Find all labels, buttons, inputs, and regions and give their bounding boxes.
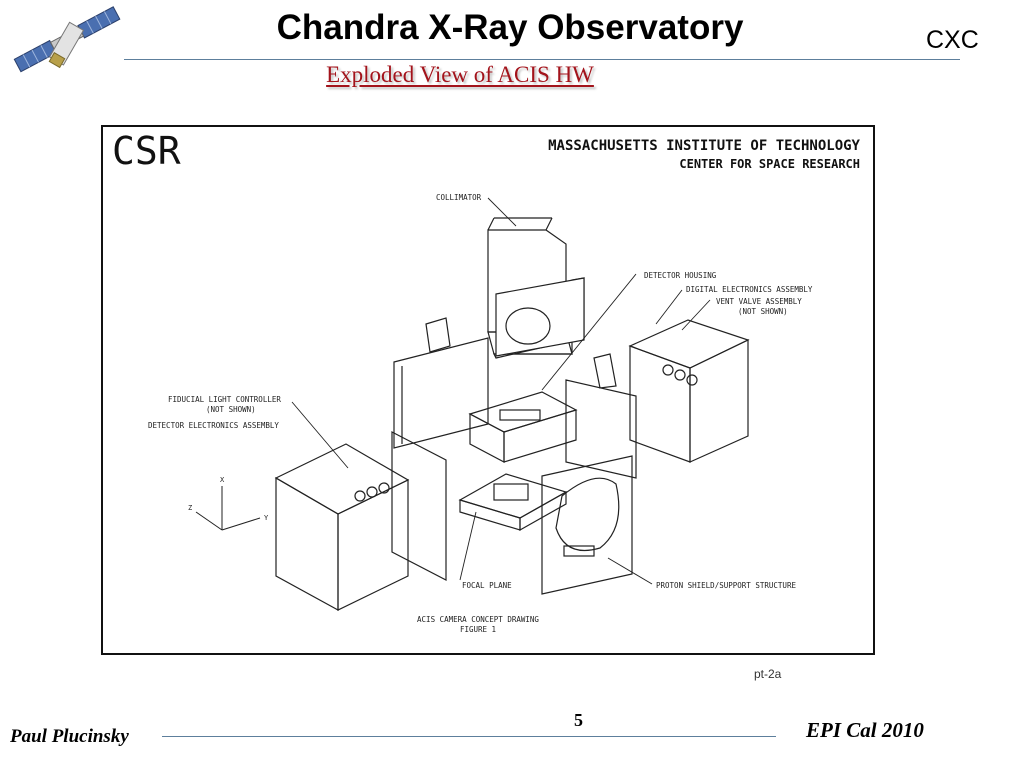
chandra-satellite-icon bbox=[13, 6, 121, 73]
digital-electronics-box bbox=[628, 319, 750, 463]
detector-housing-part bbox=[468, 391, 578, 463]
org-label: CXC bbox=[926, 26, 979, 54]
label-vent-valve-note: (NOT SHOWN) bbox=[738, 307, 788, 316]
label-focal-plane: FOCAL PLANE bbox=[462, 581, 512, 590]
label-detector-housing: DETECTOR HOUSING bbox=[644, 271, 717, 280]
label-vent-valve: VENT VALVE ASSEMBLY bbox=[716, 297, 802, 306]
collimator-part bbox=[487, 217, 585, 359]
label-collimator: COLLIMATOR bbox=[436, 193, 482, 202]
footer-divider bbox=[162, 736, 776, 737]
label-fiducial-note: (NOT SHOWN) bbox=[206, 405, 256, 414]
event-name: EPI Cal 2010 bbox=[806, 718, 924, 742]
detector-electronics-box bbox=[274, 443, 410, 612]
author-name: Paul Plucinsky bbox=[10, 726, 129, 747]
label-detector-electronics: DETECTOR ELECTRONICS ASSEMBLY bbox=[148, 421, 279, 430]
figure-caption-line1: ACIS CAMERA CONCEPT DRAWING bbox=[417, 615, 539, 624]
label-digital-electronics: DIGITAL ELECTRONICS ASSEMBLY bbox=[686, 285, 813, 294]
acis-exploded-diagram: CSR MASSACHUSETTS INSTITUTE OF TECHNOLOG… bbox=[101, 125, 875, 655]
header-divider bbox=[124, 59, 960, 60]
figure-id: pt-2a bbox=[754, 667, 782, 681]
label-proton-shield: PROTON SHIELD/SUPPORT STRUCTURE bbox=[656, 581, 796, 590]
axis-triad bbox=[195, 486, 261, 531]
left-front-panel bbox=[391, 431, 447, 581]
label-fiducial-light: FIDUCIAL LIGHT CONTROLLER bbox=[168, 395, 281, 404]
page-number: 5 bbox=[574, 710, 583, 730]
figure-caption-line2: FIGURE 1 bbox=[460, 625, 496, 634]
right-support-panel bbox=[565, 353, 637, 479]
focal-plane-part bbox=[458, 473, 568, 532]
institution-name: MASSACHUSETTS INSTITUTE OF TECHNOLOGY bbox=[548, 138, 860, 154]
proton-shield-part bbox=[541, 455, 633, 595]
csr-logo: CSR bbox=[112, 129, 181, 173]
page-title: Chandra X-Ray Observatory bbox=[276, 8, 744, 47]
center-name: CENTER FOR SPACE RESEARCH bbox=[679, 157, 860, 171]
hardware-drawing bbox=[274, 217, 750, 612]
axis-z-label: Z bbox=[188, 504, 192, 512]
leader-lines bbox=[291, 197, 711, 585]
axis-x-label: X bbox=[220, 476, 225, 484]
slide-subtitle: Exploded View of ACIS HW bbox=[326, 62, 594, 87]
axis-y-label: Y bbox=[264, 514, 269, 522]
